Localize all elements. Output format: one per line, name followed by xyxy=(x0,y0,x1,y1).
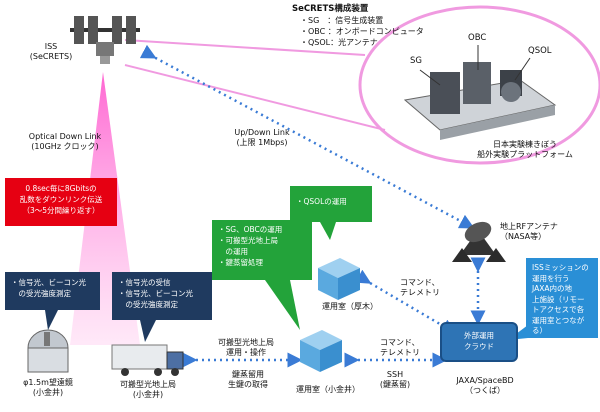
red-line3: （3～5分間繰り返す） xyxy=(22,206,100,215)
jaxa-label: JAXA/SpaceBD （つくば） xyxy=(440,376,530,396)
truck-icon xyxy=(111,344,184,376)
koganei-building-icon xyxy=(300,330,342,372)
koganei-command-label: コマンド、 テレメトリ xyxy=(380,338,420,358)
blue-line2: 運用を行う xyxy=(532,273,570,283)
ground-antenna-label: 地上RFアンテナ （NASA等） xyxy=(500,222,558,242)
platform-line1: 日本実験棟きぼう xyxy=(493,140,557,149)
updown-link-label: Up/Down Link (上限 1Mbps) xyxy=(222,128,302,148)
cloud-line2: クラウド xyxy=(464,342,494,351)
mobile-ops-label: 可搬型光地上局 運用・操作 xyxy=(210,338,282,358)
mobile-ops-line1: 可搬型光地上局 xyxy=(218,338,274,347)
obc-callout: OBC xyxy=(468,33,487,43)
secrets-item-sg: ・SG ：信号生成装置 xyxy=(300,16,384,25)
qsol-ops-box: ・QSOLの運用 xyxy=(290,186,372,222)
iss-label-line1: ISS xyxy=(44,42,58,51)
cmd-atsugi-line1: コマンド、 xyxy=(400,278,440,287)
telescope-note-box: ・信号光、ビーコン光 の受光強度測定 xyxy=(5,272,100,310)
atsugi-label: 運用室（厚木） xyxy=(322,302,378,311)
key-transfer-label: 鍵蒸留用 生鍵の取得 xyxy=(218,370,278,390)
navy-mob-line3: の受光強度測定 xyxy=(118,300,178,309)
optical-downlink-line2: (10GHz クロック) xyxy=(31,142,99,151)
jaxa-note-box: ISSミッションの 運用を行う JAXA内の地 上施設（リモー トアクセスで各 … xyxy=(526,258,598,338)
telescope-line1: φ1.5m望遠鏡 xyxy=(23,378,73,387)
iss-icon xyxy=(70,16,140,64)
blue-line6: 運用室とつながる） xyxy=(532,315,585,336)
updown-link-line2: (上限 1Mbps) xyxy=(236,138,288,147)
optical-downlink-line1: Optical Down Link xyxy=(28,132,102,141)
red-line1: 0.8sec毎に8Gbitsの xyxy=(25,184,97,193)
green-qsol-pointer xyxy=(320,222,336,240)
cmd-atsugi-line2: テレメトリ xyxy=(400,288,440,297)
iss-label: ISS (SeCRETS) xyxy=(26,42,76,62)
koganei-label: 運用室（小金井） xyxy=(296,385,360,394)
jaxa-line1: JAXA/SpaceBD xyxy=(456,376,514,385)
telescope-icon xyxy=(27,329,69,373)
navy-mob-line1: ・信号光の受信 xyxy=(118,278,171,287)
updown-link-line1: Up/Down Link xyxy=(234,128,290,137)
qsol-pointer xyxy=(514,57,531,81)
cloud-line1: 外部運用 xyxy=(464,331,494,340)
atsugi-building-icon xyxy=(318,258,360,300)
atsugi-cloud-link xyxy=(354,269,457,334)
navy-telescope-pointer xyxy=(45,310,58,330)
ssh-label: SSH (鍵蒸留) xyxy=(370,370,420,390)
green-ops-pointer xyxy=(265,280,300,330)
external-ops-cloud: 外部運用 クラウド xyxy=(440,322,518,362)
ssh-line2: (鍵蒸留) xyxy=(379,380,411,389)
secrets-item-obc: ・OBC ：オンボードコンピュータ xyxy=(300,27,424,36)
secrets-item-qsol: ・QSOL：光アンテナ xyxy=(300,38,378,47)
optical-downlink-label: Optical Down Link (10GHz クロック) xyxy=(10,132,120,152)
blue-line3: JAXA内の地 xyxy=(532,284,572,293)
green-ops-line4: ・鍵蒸留処理 xyxy=(218,258,263,267)
telescope-label: φ1.5m望遠鏡 (小金井) xyxy=(8,378,88,398)
key-transfer-line1: 鍵蒸留用 xyxy=(232,370,264,379)
navy-mobile-pointer xyxy=(140,320,156,342)
platform-line2: 船外実験プラットフォーム xyxy=(477,150,573,159)
updown-link-line xyxy=(139,44,475,229)
ground-antenna-line2: （NASA等） xyxy=(500,232,547,241)
atsugi-command-label: コマンド、 テレメトリ xyxy=(400,278,440,298)
mobile-station-line2: (小金井) xyxy=(132,390,164,399)
key-transfer-line2: 生鍵の取得 xyxy=(228,380,268,389)
platform-label: 日本実験棟きぼう 船外実験プラットフォーム xyxy=(470,140,580,160)
green-ops-line1: ・SG、OBCの運用 xyxy=(218,225,283,234)
iss-label-line2: (SeCRETS) xyxy=(29,52,73,61)
blue-line1: ISSミッションの xyxy=(532,263,589,272)
qsol-callout: QSOL xyxy=(528,46,552,56)
cmd-koganei-line2: テレメトリ xyxy=(380,348,420,357)
green-ops-line3: の運用 xyxy=(218,247,248,256)
green-ops-line2: ・可搬型光地上局 xyxy=(218,236,278,245)
ssh-line1: SSH xyxy=(386,370,404,379)
cmd-koganei-line1: コマンド、 xyxy=(380,338,420,347)
navy-mob-line2: ・信号光、ビーコン光 xyxy=(118,289,193,298)
downlink-note-box: 0.8sec毎に8Gbitsの 乱数をダウンリンク伝送 （3～5分間繰り返す） xyxy=(5,178,117,226)
blue-line5: トアクセスで各 xyxy=(532,305,585,314)
blue-line4: 上施設（リモー xyxy=(532,294,585,304)
red-line2: 乱数をダウンリンク伝送 xyxy=(19,195,103,204)
ground-antenna-line1: 地上RFアンテナ xyxy=(500,222,558,231)
payload-device-icon xyxy=(403,62,557,140)
mobile-station-line1: 可搬型光地上局 xyxy=(120,380,176,389)
jaxa-line2: （つくば） xyxy=(465,386,505,395)
ellipse-connector-bottom xyxy=(124,64,386,131)
koganei-ops-box: ・SG、OBCの運用 ・可搬型光地上局 の運用 ・鍵蒸留処理 xyxy=(212,220,312,280)
mobile-station-note-box: ・信号光の受信 ・信号光、ビーコン光 の受光強度測定 xyxy=(112,272,212,320)
navy-tel-line2: の受光強度測定 xyxy=(11,289,71,298)
navy-tel-line1: ・信号光、ビーコン光 xyxy=(11,278,86,287)
mobile-ops-line2: 運用・操作 xyxy=(226,348,266,357)
qsol-ops-text: ・QSOLの運用 xyxy=(296,197,347,206)
rf-antenna-icon xyxy=(452,221,506,262)
sg-callout: SG xyxy=(410,56,422,66)
secrets-title: SeCRETS構成装置 xyxy=(292,4,369,14)
mobile-station-label: 可搬型光地上局 (小金井) xyxy=(106,380,190,400)
telescope-line2: (小金井) xyxy=(32,388,64,397)
